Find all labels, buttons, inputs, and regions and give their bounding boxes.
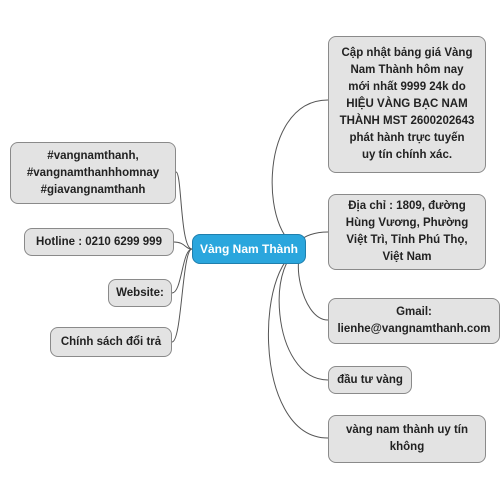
topic-website-label: Website: [116, 286, 164, 299]
topic-return-policy[interactable]: Chính sách đổi trả [50, 327, 172, 357]
central-topic[interactable]: Vàng Nam Thành [192, 234, 306, 264]
connector-left-4 [171, 248, 193, 343]
topic-address-label: Địa chỉ : 1809, đường Hùng Vương, Phường… [345, 200, 469, 263]
topic-trustworthy[interactable]: vàng nam thành uy tín không [328, 415, 486, 463]
central-topic-label: Vàng Nam Thành [199, 241, 298, 256]
topic-price-update-label: Cập nhật bảng giá Vàng Nam Thành hôm nay… [339, 47, 475, 161]
connector-right-1 [271, 99, 329, 250]
topic-hashtags-label: #vangnamthanh, #vangnamthanhhomnay #giav… [26, 149, 160, 196]
topic-hashtags[interactable]: #vangnamthanh, #vangnamthanhhomnay #giav… [10, 142, 176, 204]
topic-gmail[interactable]: Gmail: lienhe@vangnamthanh.com [328, 298, 500, 344]
connector-right-5 [268, 248, 329, 439]
topic-trustworthy-label: vàng nam thành uy tín không [345, 424, 469, 453]
topic-hotline[interactable]: Hotline : 0210 6299 999 [24, 228, 174, 256]
topic-price-update[interactable]: Cập nhật bảng giá Vàng Nam Thành hôm nay… [328, 36, 486, 173]
topic-invest-gold[interactable]: đầu tư vàng [328, 366, 412, 394]
topic-return-policy-label: Chính sách đổi trả [60, 335, 162, 348]
topic-address[interactable]: Địa chỉ : 1809, đường Hùng Vương, Phường… [328, 194, 486, 270]
topic-hotline-label: Hotline : 0210 6299 999 [36, 235, 162, 248]
topic-invest-gold-label: đầu tư vàng [337, 373, 403, 386]
connector-right-4 [278, 248, 329, 381]
connector-left-1 [175, 171, 193, 250]
topic-gmail-label: Gmail: lienhe@vangnamthanh.com [337, 306, 491, 335]
connector-left-2 [173, 241, 193, 250]
connector-left-3 [171, 248, 193, 294]
topic-website[interactable]: Website: [108, 279, 172, 307]
